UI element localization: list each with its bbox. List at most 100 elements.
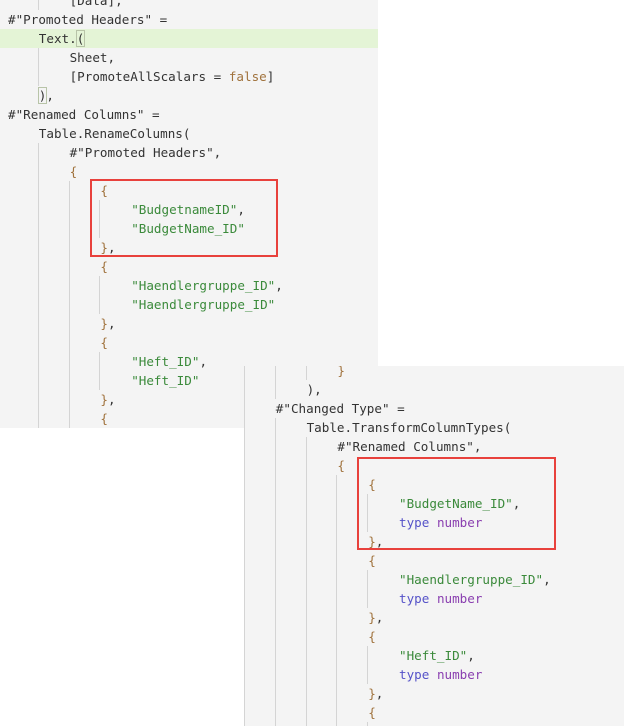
token-str: "BudgetName_ID" — [131, 221, 245, 236]
token-brace: } — [100, 392, 108, 407]
code-line[interactable]: }, — [244, 532, 624, 551]
indent-guide — [274, 570, 276, 589]
indent-guide — [336, 627, 338, 646]
indent-guide — [37, 48, 39, 67]
code-line[interactable]: "Haendlergruppe_ID", — [244, 570, 624, 589]
code-line[interactable]: { — [0, 409, 378, 428]
code-editor-changed-type[interactable]: }),#"Changed Type" =Table.TransformColum… — [244, 366, 624, 726]
code-line[interactable]: Text.( — [0, 29, 378, 48]
code-text: { — [70, 162, 78, 181]
code-text: { — [100, 333, 108, 352]
code-text: }, — [368, 608, 383, 627]
token-brace: { — [69, 164, 78, 179]
indent-guide — [37, 371, 39, 390]
indent-guide — [244, 399, 245, 418]
token-plain: , — [199, 354, 208, 369]
indent-guide — [336, 608, 338, 627]
code-line[interactable]: Table.TransformColumnTypes( — [244, 418, 624, 437]
code-line[interactable]: "Kostenstelle_ID", — [244, 722, 624, 726]
indent-guide — [68, 314, 70, 333]
code-line[interactable]: }, — [0, 390, 378, 409]
code-line[interactable]: { — [0, 257, 378, 276]
code-line[interactable]: } — [244, 366, 624, 380]
code-line[interactable]: { — [0, 333, 378, 352]
indent-guide — [244, 418, 245, 437]
code-text: type number — [399, 589, 482, 608]
code-line[interactable]: "BudgetName_ID", — [244, 494, 624, 513]
indent-guide — [336, 532, 338, 551]
code-line[interactable]: type number — [244, 589, 624, 608]
token-plain: , — [375, 610, 384, 625]
indent-guide — [274, 589, 276, 608]
code-text: "Haendlergruppe_ID" — [131, 295, 275, 314]
code-line[interactable]: { — [244, 703, 624, 722]
code-text: #"Changed Type" = — [276, 399, 405, 418]
code-line[interactable]: [Data], — [0, 0, 378, 10]
indent-guide — [244, 608, 245, 627]
indent-guide — [244, 532, 245, 551]
code-line[interactable]: }, — [244, 684, 624, 703]
indent-guide — [99, 200, 101, 219]
indent-guide — [274, 456, 276, 475]
code-line[interactable]: "BudgetName_ID" — [0, 219, 378, 238]
indent-guide — [244, 665, 245, 684]
indent-guide — [37, 219, 39, 238]
code-line[interactable]: { — [244, 627, 624, 646]
code-text: ), — [37, 86, 54, 105]
token-str: "Heft_ID" — [399, 648, 468, 663]
indent-guide — [367, 494, 369, 513]
code-line[interactable]: "Haendlergruppe_ID", — [0, 276, 378, 295]
code-line[interactable]: ), — [244, 380, 624, 399]
indent-guide — [99, 295, 101, 314]
indent-guide — [37, 333, 39, 352]
code-text: }, — [100, 314, 115, 333]
code-line[interactable]: { — [0, 162, 378, 181]
code-line[interactable]: #"Promoted Headers", — [0, 143, 378, 162]
code-line[interactable]: "Heft_ID", — [244, 646, 624, 665]
code-text: }, — [100, 238, 115, 257]
code-line[interactable]: #"Promoted Headers" = — [0, 10, 378, 29]
code-line[interactable]: "Heft_ID", — [0, 352, 378, 371]
indent-guide — [99, 352, 101, 371]
code-line[interactable]: ), — [0, 86, 378, 105]
code-line[interactable]: }, — [0, 238, 378, 257]
code-line[interactable]: { — [244, 551, 624, 570]
code-line[interactable]: Table.RenameColumns( — [0, 124, 378, 143]
code-line[interactable]: { — [244, 475, 624, 494]
indent-guide — [244, 646, 245, 665]
code-line[interactable]: type number — [244, 665, 624, 684]
code-line[interactable]: Sheet, — [0, 48, 378, 67]
code-line[interactable]: #"Renamed Columns", — [244, 437, 624, 456]
code-line[interactable]: [PromoteAllScalars = false] — [0, 67, 378, 86]
token-plain — [429, 591, 437, 606]
code-line[interactable]: }, — [244, 608, 624, 627]
indent-guide — [305, 494, 307, 513]
indent-guide — [37, 143, 39, 162]
code-text: { — [100, 257, 108, 276]
indent-guide — [274, 475, 276, 494]
code-line[interactable]: { — [0, 181, 378, 200]
indent-guide — [305, 684, 307, 703]
code-text: }, — [100, 390, 115, 409]
indent-guide — [37, 409, 39, 428]
code-text: #"Renamed Columns" = — [8, 105, 160, 124]
code-line[interactable]: { — [244, 456, 624, 475]
indent-guide — [244, 589, 245, 608]
token-brace: { — [100, 335, 108, 350]
indent-guide — [305, 437, 307, 456]
code-line[interactable]: }, — [0, 314, 378, 333]
code-line[interactable]: type number — [244, 513, 624, 532]
code-editor-renamed-columns[interactable]: [Data],#"Promoted Headers" =Text.(Sheet,… — [0, 0, 378, 428]
indent-guide — [68, 200, 70, 219]
code-line[interactable]: "Haendlergruppe_ID" — [0, 295, 378, 314]
code-text: { — [100, 181, 108, 200]
indent-guide — [305, 608, 307, 627]
code-line[interactable]: #"Renamed Columns" = — [0, 105, 378, 124]
code-line[interactable]: #"Changed Type" = — [244, 399, 624, 418]
code-text: { — [368, 703, 376, 722]
token-brace: } — [368, 610, 376, 625]
token-str: "Haendlergruppe_ID" — [399, 572, 544, 587]
indent-guide — [244, 475, 245, 494]
code-line[interactable]: "BudgetnameID", — [0, 200, 378, 219]
code-line[interactable]: "Heft_ID" — [0, 371, 378, 390]
